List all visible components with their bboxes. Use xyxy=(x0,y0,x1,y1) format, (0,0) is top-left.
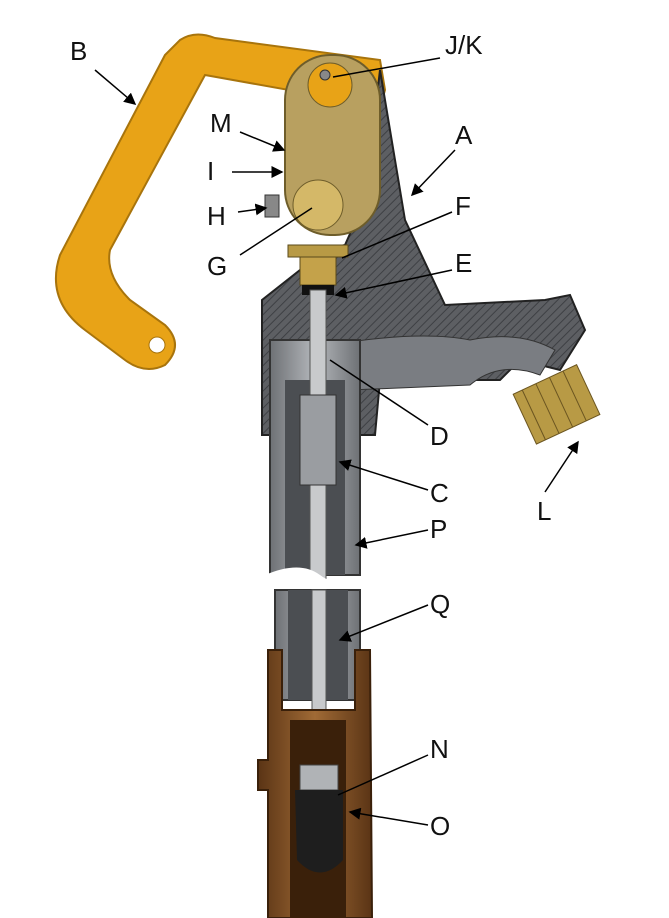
label-e: E xyxy=(455,248,473,278)
label-l: L xyxy=(537,496,552,526)
label-c: C xyxy=(430,478,449,508)
label-d: D xyxy=(430,421,449,451)
label-b: B xyxy=(70,36,88,66)
label-n: N xyxy=(430,734,449,764)
label-p: P xyxy=(430,514,448,544)
label-o: O xyxy=(430,811,451,841)
plunger xyxy=(295,790,343,873)
label-a: A xyxy=(455,120,473,150)
label-g: G xyxy=(207,251,228,281)
hose-connection xyxy=(512,363,601,445)
label-h: H xyxy=(207,201,226,231)
label-jk: J/K xyxy=(445,30,483,60)
label-m: M xyxy=(210,108,232,138)
handle xyxy=(54,33,387,370)
label-q: Q xyxy=(430,589,451,619)
label-i: I xyxy=(207,156,215,186)
label-f: F xyxy=(455,191,471,221)
